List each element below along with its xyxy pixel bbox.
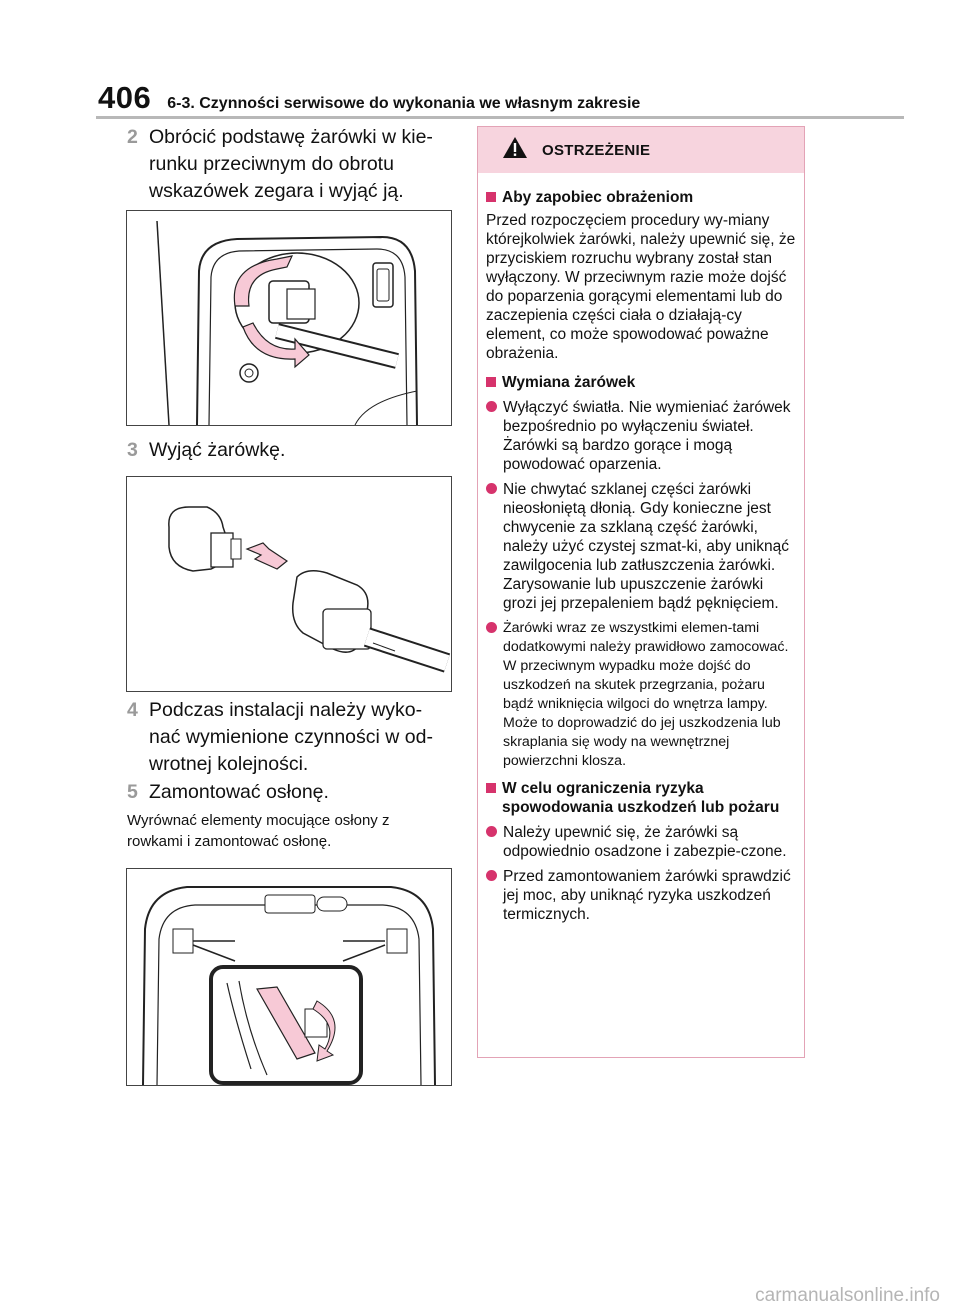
warning-subheading: Wymiana żarówek (486, 373, 796, 392)
step-number: 2 (127, 126, 138, 148)
note-text: Wyrównać elementy mocujące osłony z rowk… (127, 812, 390, 850)
page-number: 406 (98, 80, 152, 115)
footer-watermark: carmanualsonline.info (755, 1285, 940, 1306)
warning-bullet: Przed zamontowaniem żarówki sprawdzić je… (486, 867, 796, 924)
warning-subheading: W celu ograniczenia ryzyka spowodowania … (486, 779, 796, 817)
step-5: 5 Zamontować osłonę. (127, 779, 452, 806)
step-text: Zamontować osłonę. (149, 781, 329, 803)
warning-paragraph: Przed rozpoczęciem procedury wy-miany kt… (486, 212, 796, 362)
circle-bullet-icon (486, 401, 497, 412)
circle-bullet-icon (486, 870, 497, 881)
step-number: 4 (127, 699, 138, 721)
square-bullet-icon (486, 192, 496, 202)
step-number: 3 (127, 439, 138, 461)
warning-box: OSTRZEŻENIE Aby zapobiec obrażeniom Prze… (477, 126, 805, 1058)
warning-bullet: Nie chwytać szklanej części żarówki nieo… (486, 480, 796, 613)
figure-trunk-cover (126, 868, 452, 1086)
step-text: Podczas instalacji należy wyko-nać wymie… (149, 699, 433, 775)
warning-bullet: Wyłączyć światła. Nie wymieniać żarówek … (486, 398, 796, 474)
step-text: Wyjąć żarówkę. (149, 439, 286, 461)
warning-bullet: Żarówki wraz ze wszystkimi elemen-tami d… (486, 619, 796, 771)
warning-subheading: Aby zapobiec obrażeniom (486, 188, 796, 207)
circle-bullet-icon (486, 826, 497, 837)
figure-bulb-removal (126, 476, 452, 692)
circle-bullet-icon (486, 483, 497, 494)
page-header: 406 6-3. Czynności serwisowe do wykonani… (98, 80, 640, 116)
step-text: Obrócić podstawę żarówki w kie-runku prz… (149, 126, 433, 202)
step-3: 3 Wyjąć żarówkę. (127, 437, 452, 464)
step-2: 2 Obrócić podstawę żarówki w kie-runku p… (127, 124, 452, 205)
square-bullet-icon (486, 377, 496, 387)
square-bullet-icon (486, 783, 496, 793)
figure-bulb-socket-rotate (126, 210, 452, 426)
step-4: 4 Podczas instalacji należy wyko-nać wym… (127, 697, 452, 778)
header-divider (96, 116, 904, 119)
warning-bullet: Należy upewnić się, że żarówki są odpowi… (486, 823, 796, 861)
section-title: 6-3. Czynności serwisowe do wykonania we… (167, 95, 641, 112)
warning-triangle-icon (502, 136, 528, 164)
warning-header: OSTRZEŻENIE (478, 127, 804, 173)
cover-note: Wyrównać elementy mocujące osłony z rowk… (127, 810, 437, 852)
circle-bullet-icon (486, 622, 497, 633)
warning-title: OSTRZEŻENIE (542, 141, 651, 159)
step-number: 5 (127, 781, 138, 803)
